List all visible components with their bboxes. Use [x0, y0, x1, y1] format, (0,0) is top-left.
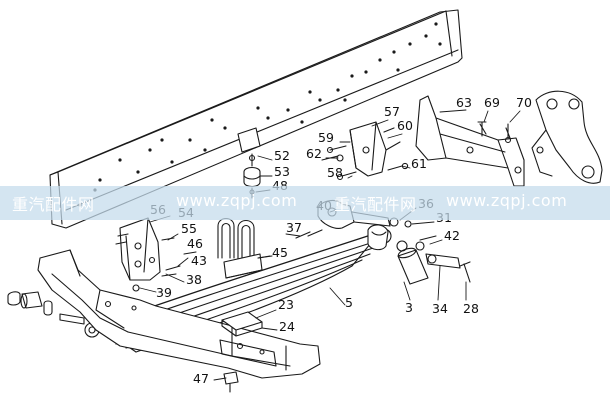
callout-59: 59 — [318, 130, 334, 145]
callout-62: 62 — [306, 146, 322, 161]
frame-rail — [49, 9, 463, 229]
u-bolts — [217, 217, 263, 279]
lower-nut — [223, 371, 239, 393]
watermark-part-4: www.zqpj.com — [446, 191, 568, 210]
callout-42: 42 — [444, 228, 460, 243]
watermark-part-2: www.zqpj.com — [176, 191, 298, 210]
rear-pin-bushings — [396, 235, 471, 285]
axle-beam — [37, 249, 321, 379]
callout-23: 23 — [278, 297, 294, 312]
left-pin-bushings — [7, 291, 85, 325]
callout-63: 63 — [456, 95, 472, 110]
callout-28: 28 — [463, 301, 479, 316]
callout-53: 53 — [274, 164, 290, 179]
callout-37: 37 — [286, 220, 302, 235]
callout-3: 3 — [405, 300, 413, 315]
spring-seat — [221, 311, 263, 337]
callout-numbers: 6369705760596258615253485654554643383945… — [150, 95, 532, 386]
front-hanger-bracket — [349, 121, 401, 177]
callout-58: 58 — [327, 165, 343, 180]
callout-52: 52 — [274, 148, 290, 163]
callout-55: 55 — [181, 221, 197, 236]
watermark-part-3: 重汽配件网 — [334, 195, 417, 214]
watermark-band — [0, 186, 610, 220]
shock-bracket — [531, 90, 603, 184]
watermark-part-1: 重汽配件网 — [12, 195, 95, 214]
callout-39: 39 — [156, 285, 172, 300]
bump-stop — [237, 127, 261, 199]
callout-46: 46 — [187, 236, 203, 251]
callout-70: 70 — [516, 95, 532, 110]
callout-34: 34 — [432, 301, 448, 316]
callout-45: 45 — [272, 245, 288, 260]
callout-60: 60 — [397, 118, 413, 133]
callout-61: 61 — [411, 156, 427, 171]
callout-38: 38 — [186, 272, 202, 287]
callout-43: 43 — [191, 253, 207, 268]
callout-5: 5 — [345, 295, 353, 310]
callout-57: 57 — [384, 104, 400, 119]
frame-rivet-holes — [78, 22, 442, 207]
callout-69: 69 — [484, 95, 500, 110]
callout-24: 24 — [279, 319, 295, 334]
callout-47: 47 — [193, 371, 209, 386]
front-spring-hanger — [115, 217, 161, 292]
